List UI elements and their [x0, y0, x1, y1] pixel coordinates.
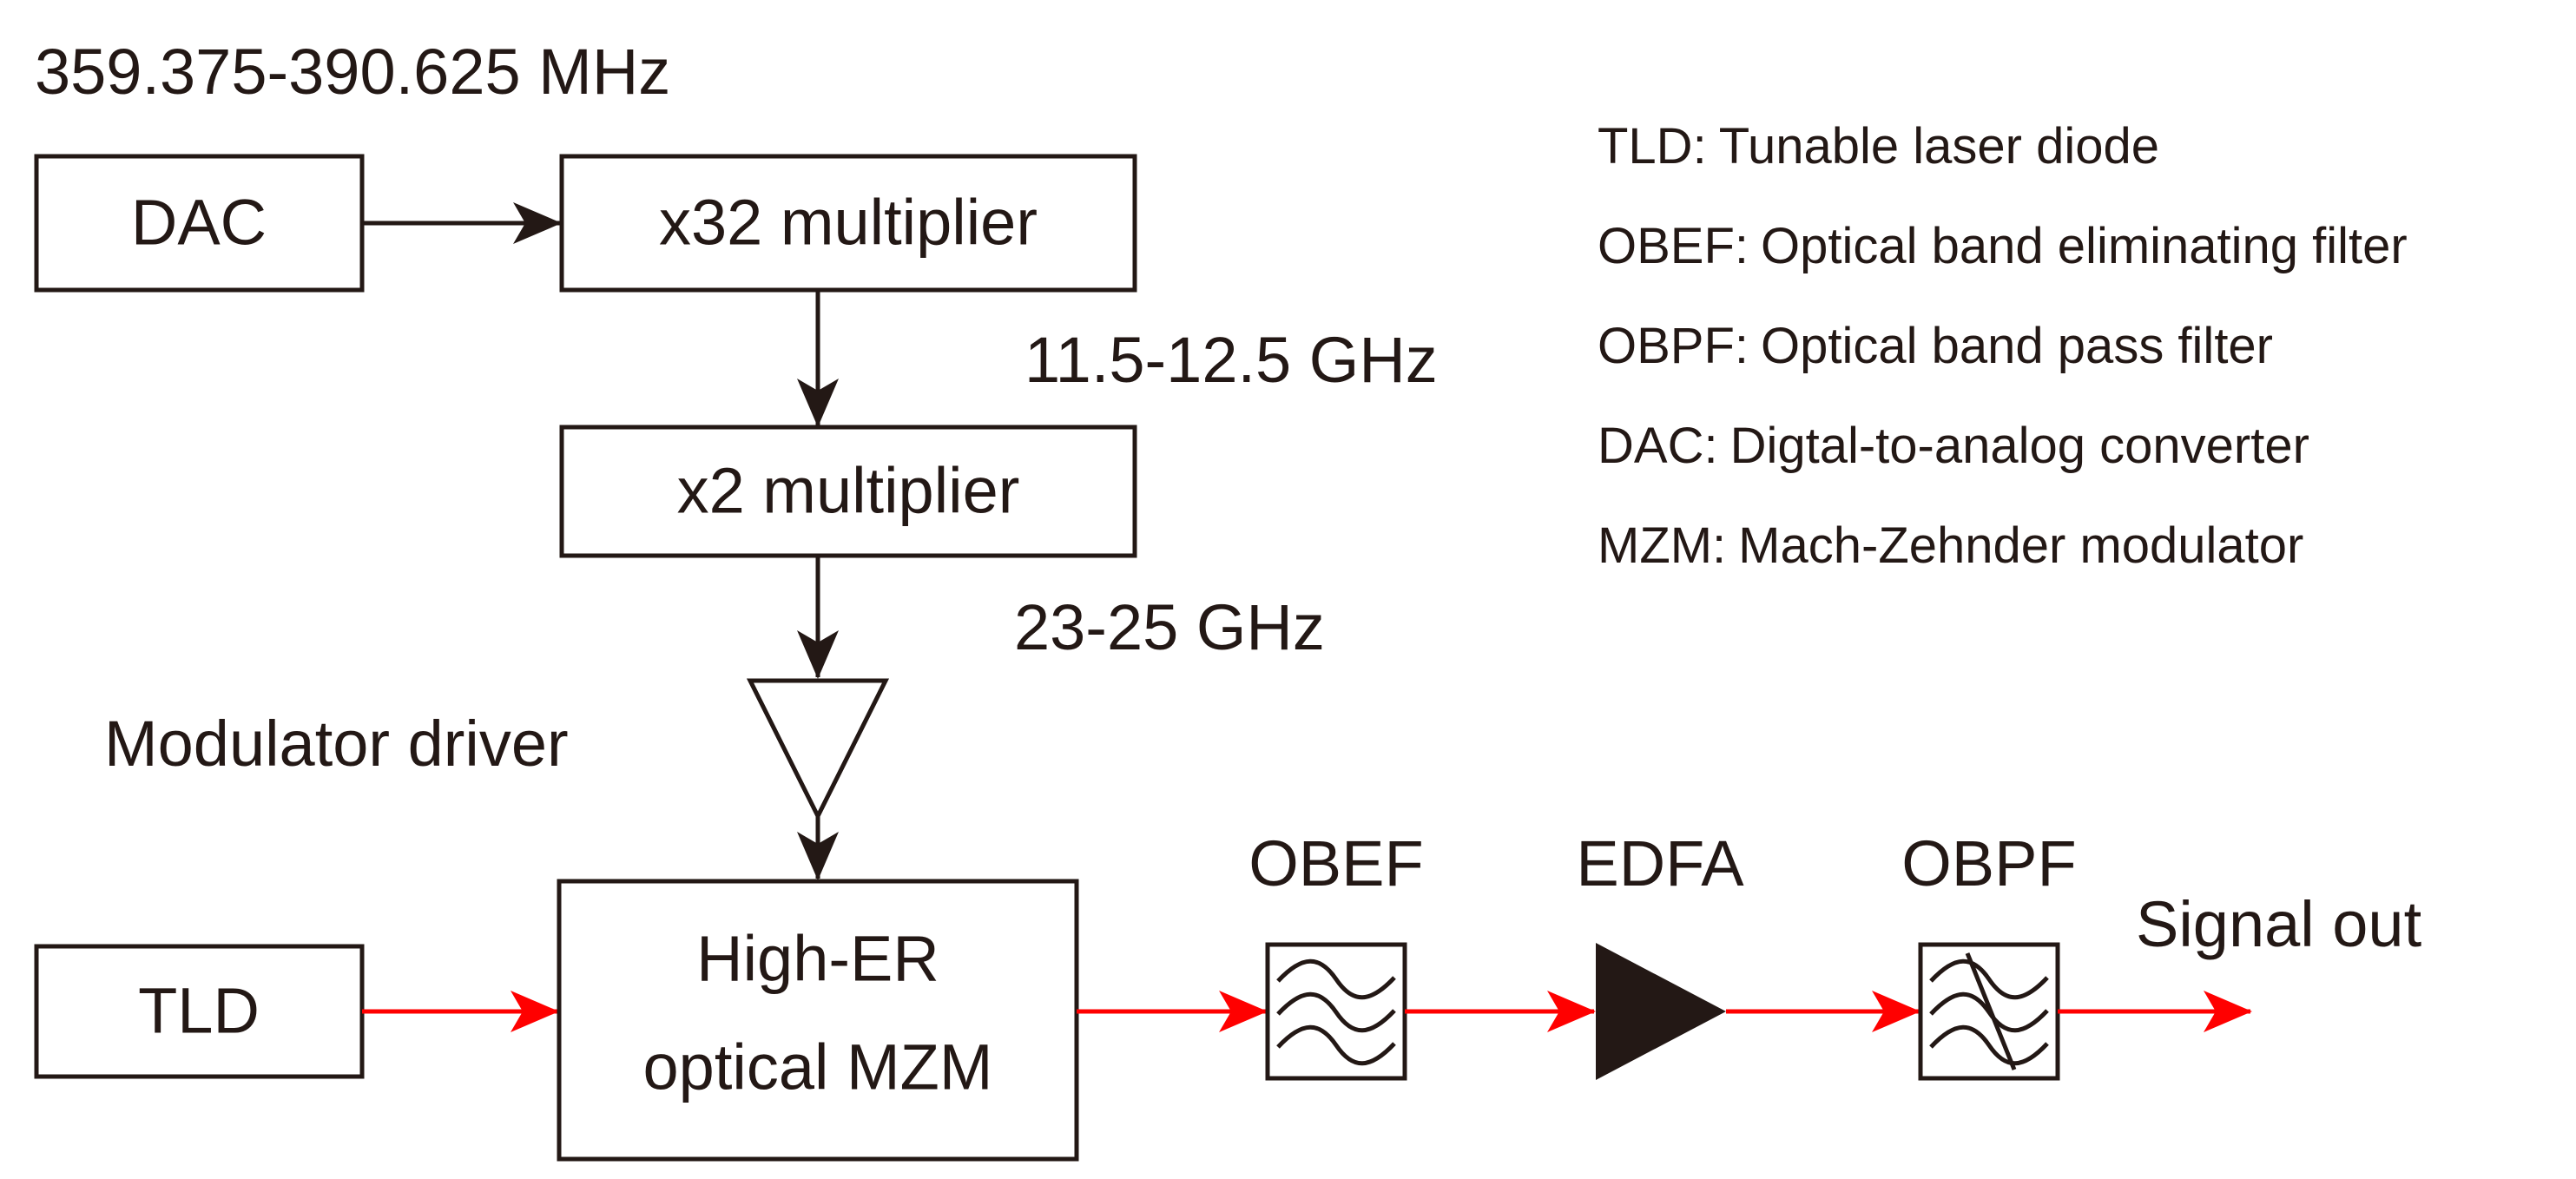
dac-output-frequency-label: 359.375-390.625 MHz [35, 36, 670, 108]
x2-output-frequency-label: 23-25 GHz [1014, 591, 1325, 663]
legend-abbr-obpf: OBPF: [1598, 318, 1749, 374]
modulator-driver-triangle [746, 678, 890, 821]
edfa-label: EDFA [1576, 827, 1744, 899]
edfa-amplifier-icon [1596, 943, 1726, 1080]
legend-abbr-dac: DAC: [1598, 418, 1718, 474]
legend-item-dac: DAC:Digtal-to-analog converter [1598, 418, 2309, 474]
obpf-filter-icon [1918, 942, 2060, 1081]
legend-abbr-tld: TLD: [1598, 118, 1707, 175]
mzm-label-line2: optical MZM [643, 1031, 993, 1103]
legend-desc-mzm: Mach-Zehnder modulator [1738, 517, 2303, 574]
tld-block-label: TLD [138, 975, 260, 1047]
x2-multiplier-block [559, 425, 1137, 558]
obpf-label: OBPF [1901, 827, 2076, 899]
modulator-driver-label: Modulator driver [104, 708, 569, 780]
dac-block [34, 154, 365, 293]
tld-block [34, 944, 365, 1079]
x32-output-frequency-label: 11.5-12.5 GHz [1024, 324, 1438, 396]
legend-item-tld: TLD:Tunable laser diode [1598, 118, 2159, 175]
signal-out-label: Signal out [2136, 888, 2422, 960]
legend: TLD:Tunable laser diode OBEF:Optical ban… [1598, 118, 2408, 574]
x32-multiplier-block [559, 154, 1137, 293]
legend-item-obpf: OBPF:Optical band pass filter [1598, 318, 2273, 374]
mzm-label-line1: High-ER [696, 923, 939, 995]
legend-desc-dac: Digtal-to-analog converter [1730, 418, 2309, 474]
legend-abbr-mzm: MZM: [1598, 517, 1726, 574]
obef-label: OBEF [1248, 827, 1423, 899]
legend-desc-obpf: Optical band pass filter [1761, 318, 2273, 374]
x2-multiplier-label: x2 multiplier [677, 455, 1020, 527]
legend-abbr-obef: OBEF: [1598, 218, 1749, 274]
x32-multiplier-label: x32 multiplier [659, 187, 1038, 259]
legend-desc-obef: Optical band eliminating filter [1761, 218, 2408, 274]
dac-block-label: DAC [131, 187, 267, 259]
legend-desc-tld: Tunable laser diode [1719, 118, 2159, 175]
mzm-block [557, 879, 1079, 1162]
legend-item-obef: OBEF:Optical band eliminating filter [1598, 218, 2408, 274]
obef-filter-icon [1265, 942, 1407, 1081]
legend-item-mzm: MZM:Mach-Zehnder modulator [1598, 517, 2303, 574]
